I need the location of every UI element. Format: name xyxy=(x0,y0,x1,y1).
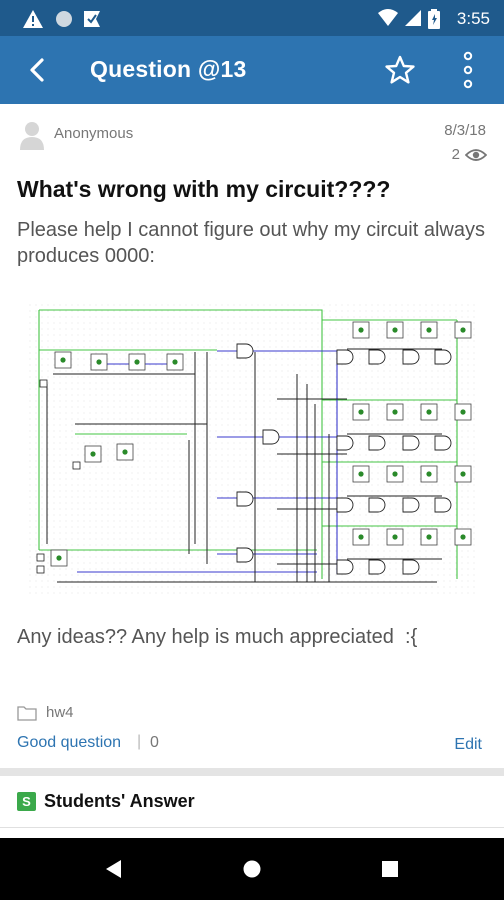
folder-icon xyxy=(17,705,37,721)
author-name: Anonymous xyxy=(54,125,134,142)
cell-signal-icon xyxy=(405,10,421,26)
students-answer-header[interactable]: S Students' Answer xyxy=(0,776,504,828)
status-time: 3:55 xyxy=(456,9,490,28)
wifi-icon xyxy=(378,9,398,26)
star-icon[interactable] xyxy=(384,54,416,86)
students-badge: S xyxy=(17,792,36,811)
app-bar: Question @13 xyxy=(0,36,504,104)
folder-label: hw4 xyxy=(46,704,74,721)
avatar xyxy=(20,122,44,150)
good-question-count: 0 xyxy=(150,734,159,751)
warning-icon xyxy=(23,10,43,28)
circle-icon xyxy=(56,11,72,27)
navigation-bar xyxy=(0,838,504,900)
folder-tag[interactable]: hw4 xyxy=(17,704,74,721)
good-question-button[interactable]: Good question xyxy=(17,734,122,751)
back-arrow-icon[interactable] xyxy=(22,54,54,86)
question-body: Please help I cannot figure out why my c… xyxy=(17,219,485,267)
nav-home-icon[interactable] xyxy=(239,856,265,882)
section-divider xyxy=(0,768,504,776)
students-answer-title: Students' Answer xyxy=(44,791,195,811)
post-date: 8/3/18 xyxy=(444,122,486,139)
question-title: What's wrong with my circuit???? xyxy=(17,176,391,202)
separator: | xyxy=(137,733,142,750)
edit-button[interactable]: Edit xyxy=(454,736,482,753)
more-vert-icon[interactable] xyxy=(458,50,478,90)
question-card: Anonymous 8/3/18 2 What's wrong with my … xyxy=(0,104,504,772)
status-bar: 3:55 xyxy=(0,0,504,36)
circuit-diagram-image[interactable] xyxy=(17,304,487,594)
nav-back-icon[interactable] xyxy=(101,856,127,882)
eye-icon xyxy=(465,148,487,161)
checkmark-flag-icon xyxy=(84,11,100,27)
battery-icon xyxy=(428,9,440,29)
nav-recents-icon[interactable] xyxy=(377,856,403,882)
views-number: 2 xyxy=(451,146,460,163)
views-count: 2 xyxy=(452,146,487,163)
question-body-outro: Any ideas?? Any help is much appreciated… xyxy=(17,626,418,648)
page-title: Question @13 xyxy=(90,56,247,82)
